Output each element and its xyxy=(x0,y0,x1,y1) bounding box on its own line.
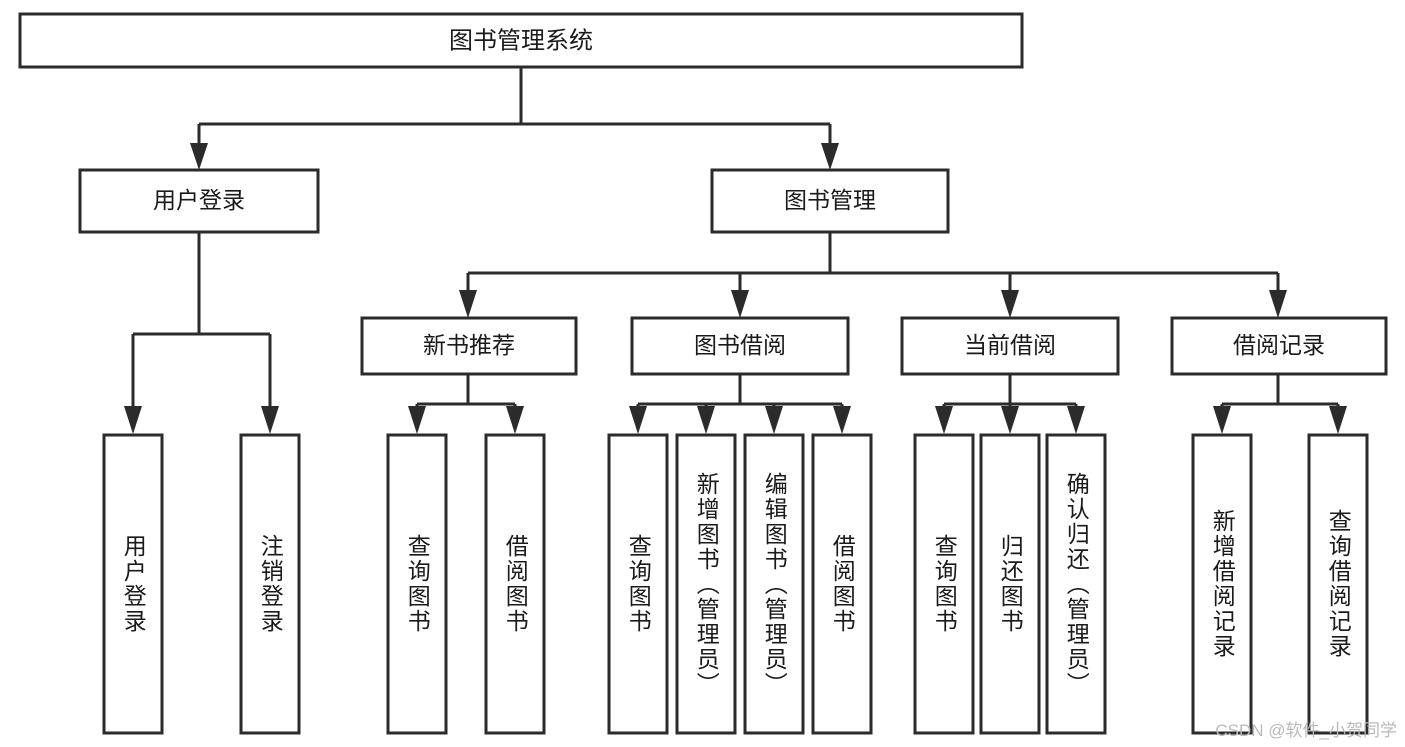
leaf-box-book-borrow-2[interactable] xyxy=(675,433,737,735)
leaf-label-new-book-2: 借阅图书 xyxy=(502,534,529,634)
leaf-label-book-borrow-3: 编辑图书（管理员） xyxy=(761,471,788,697)
leaf-box-new-book-2[interactable] xyxy=(484,433,546,735)
arrow-icon-current-borrow xyxy=(1001,290,1019,318)
arrow-icon-book-borrow-leaf2 xyxy=(697,406,715,434)
node-label-new-book-recommend: 新书推荐 xyxy=(423,332,515,358)
leaf-label-book-borrow-1: 查询图书 xyxy=(625,534,652,634)
leaf-box-borrow-record-1[interactable] xyxy=(1191,433,1253,735)
leaf-label-book-borrow-4: 借阅图书 xyxy=(829,534,856,634)
connectors-new-book-to-leaves xyxy=(408,374,524,434)
node-box-book-borrow[interactable] xyxy=(630,316,850,376)
arrow-icon-user-login xyxy=(190,143,208,170)
arrow-icon-book-borrow-leaf1 xyxy=(629,406,647,434)
leaf-box-book-borrow-4[interactable] xyxy=(811,433,873,735)
leaf-label-current-borrow-3: 确认归还（管理员） xyxy=(1063,471,1090,697)
arrow-icon-new-book-leaf2 xyxy=(506,406,524,434)
node-box-new-book-recommend[interactable] xyxy=(360,316,578,376)
node-label-root: 图书管理系统 xyxy=(449,27,593,54)
arrow-icon-new-book xyxy=(459,290,477,318)
arrow-icon-user-login-leaf1 xyxy=(124,406,142,434)
node-box-borrow-record[interactable] xyxy=(1170,316,1388,376)
arrow-icon-current-borrow-leaf3 xyxy=(1067,406,1085,434)
leaf-box-new-book-1[interactable] xyxy=(386,433,448,735)
leaf-label-current-borrow-1: 查询图书 xyxy=(931,534,958,634)
leaf-label-borrow-record-2: 查询借阅记录 xyxy=(1325,509,1352,659)
leaf-box-current-borrow-1[interactable] xyxy=(913,433,975,735)
arrow-icon-user-login-leaf2 xyxy=(261,406,279,434)
leaf-box-user-login-1[interactable] xyxy=(102,433,164,735)
node-box-book-manage[interactable] xyxy=(710,168,950,234)
leaf-box-book-borrow-3[interactable] xyxy=(743,433,805,735)
arrow-icon-book-manage xyxy=(821,143,839,170)
arrow-icon-book-borrow-leaf4 xyxy=(833,406,851,434)
node-label-book-borrow: 图书借阅 xyxy=(694,332,786,358)
arrow-icon-book-borrow xyxy=(731,290,749,318)
leaf-label-book-borrow-2: 新增图书（管理员） xyxy=(693,471,720,697)
arrow-icon-borrow-record-leaf2 xyxy=(1329,406,1347,434)
leaf-label-user-login-2: 注销登录 xyxy=(257,534,284,634)
leaf-box-book-borrow-1[interactable] xyxy=(607,433,669,735)
connectors-borrow-record-to-leaves xyxy=(1213,374,1347,434)
arrow-icon-book-borrow-leaf3 xyxy=(765,406,783,434)
leaf-label-user-login-1: 用户登录 xyxy=(120,534,147,634)
connectors-root-to-level2 xyxy=(190,67,839,170)
arrow-icon-borrow-record-leaf1 xyxy=(1213,406,1231,434)
leaf-box-user-login-2[interactable] xyxy=(239,433,301,735)
leaf-box-current-borrow-2[interactable] xyxy=(979,433,1041,735)
leaf-box-borrow-record-2[interactable] xyxy=(1307,433,1369,735)
leaf-label-borrow-record-1: 新增借阅记录 xyxy=(1209,509,1236,659)
arrow-icon-current-borrow-leaf1 xyxy=(935,406,953,434)
connectors-book-manage-to-level3 xyxy=(459,232,1287,318)
arrow-icon-current-borrow-leaf2 xyxy=(1001,406,1019,434)
leaf-label-current-borrow-2: 归还图书 xyxy=(997,534,1024,634)
connectors-book-borrow-to-leaves xyxy=(629,374,851,434)
node-label-user-login: 用户登录 xyxy=(153,187,245,213)
node-label-book-manage: 图书管理 xyxy=(784,187,876,213)
node-box-user-login[interactable] xyxy=(78,168,320,234)
connectors-user-login-to-leaves xyxy=(124,232,279,434)
node-label-borrow-record: 借阅记录 xyxy=(1233,332,1325,358)
node-label-current-borrow: 当前借阅 xyxy=(964,332,1056,358)
node-box-current-borrow[interactable] xyxy=(900,316,1120,376)
csdn-watermark: CSDN @软件_小贺同学 xyxy=(1215,721,1397,740)
leaf-box-current-borrow-3[interactable] xyxy=(1045,433,1107,735)
leaf-label-new-book-1: 查询图书 xyxy=(404,534,431,634)
connectors-current-borrow-to-leaves xyxy=(935,374,1085,434)
arrow-icon-new-book-leaf1 xyxy=(408,406,426,434)
arrow-icon-borrow-record xyxy=(1269,290,1287,318)
node-box-root[interactable] xyxy=(18,12,1024,69)
